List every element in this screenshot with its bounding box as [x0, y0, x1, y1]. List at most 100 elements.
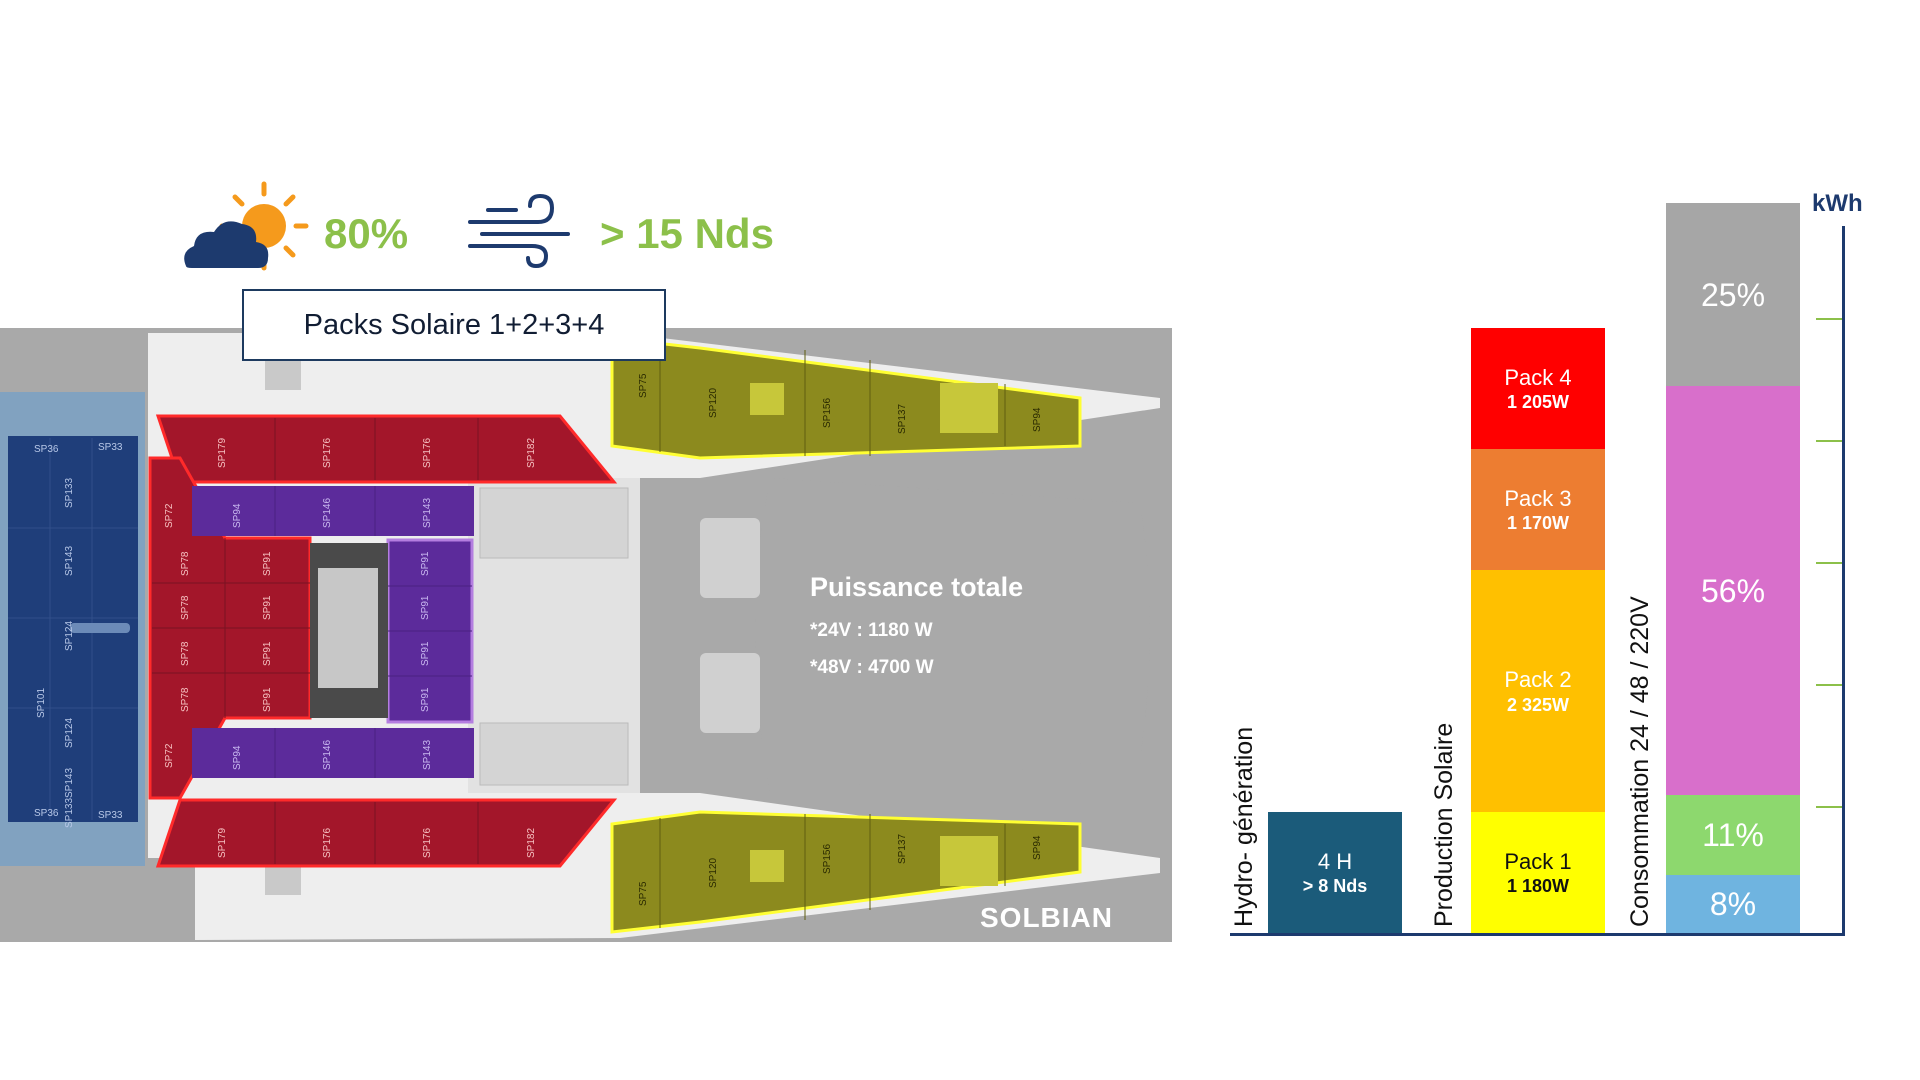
- panel-label: SP137: [897, 834, 908, 864]
- bar-segment-line1: 4 H: [1317, 848, 1353, 874]
- bar-segment-line1: Pack 2: [1504, 667, 1572, 692]
- panel-label: SP176: [422, 828, 433, 858]
- bar-segment-line1: Pack 3: [1504, 485, 1572, 511]
- group-label: Consommation 24 / 48 / 220V: [1626, 596, 1654, 927]
- panel-label: SP133: [64, 798, 75, 828]
- bar-segment-label: 56%: [1666, 571, 1800, 611]
- panel-label: SP120: [708, 858, 719, 888]
- y-tick: [1816, 318, 1842, 320]
- panel-label: SP94: [232, 745, 243, 770]
- bar-segment-label: 8%: [1666, 884, 1800, 924]
- y-unit-label: kWh: [1812, 190, 1863, 217]
- y-tick: [1816, 562, 1842, 564]
- wind-speed: > 15 Nds: [600, 210, 774, 257]
- panel-label: SP182: [526, 828, 537, 858]
- bar-segment-line1: Pack 4: [1504, 364, 1572, 390]
- bar-segment-line1: 11%: [1702, 817, 1764, 853]
- bar-segment: 25%: [1666, 203, 1800, 386]
- cloud-sun-icon: [184, 181, 309, 271]
- panel-label: SP94: [1032, 407, 1043, 432]
- y-tick: [1816, 684, 1842, 686]
- panel-label: SP33: [98, 442, 123, 453]
- bar-segment-line2: 1 180W: [1506, 876, 1570, 896]
- panel-label: SP179: [217, 828, 228, 858]
- panel-label: SP94: [232, 503, 243, 528]
- panel-label: SP33: [98, 810, 123, 821]
- panel-label: SP146: [322, 498, 333, 528]
- panel-label: SP176: [422, 438, 433, 468]
- panel-label: SP143: [422, 740, 433, 770]
- panel-label: SP91: [262, 687, 273, 712]
- power-title: Puissance totale: [810, 572, 1024, 602]
- y-tick: [1816, 440, 1842, 442]
- group-label: Production Solaire: [1430, 722, 1458, 927]
- panel-label: SP176: [322, 828, 333, 858]
- panel-label: SP91: [420, 641, 431, 666]
- boat-diagram: SP36 SP33 SP133 SP143 SP124 SP101 SP124 …: [0, 328, 1172, 942]
- panel-label: SP182: [526, 438, 537, 468]
- solbian-logo: SOLBIAN: [980, 902, 1113, 933]
- panel-label: SP179: [217, 438, 228, 468]
- bar-segment-line2: > 8 Nds: [1302, 876, 1368, 896]
- bar-segment-line1: 56%: [1700, 572, 1766, 609]
- panel-label: SP91: [420, 595, 431, 620]
- bar-segment: 4 H> 8 Nds: [1268, 812, 1402, 933]
- bar-segment-line1: Pack 1: [1504, 848, 1572, 874]
- wind-icon: [468, 193, 570, 268]
- group-label: Hydro- génération: [1230, 726, 1258, 927]
- bar-segment-line1: 8%: [1709, 886, 1757, 922]
- bar-segment-label: 11%: [1666, 815, 1800, 855]
- bar-segment: 11%: [1666, 795, 1800, 875]
- catamaran-top-view: SP36 SP33 SP133 SP143 SP124 SP101 SP124 …: [0, 333, 1160, 940]
- panel-labels: SP36 SP33 SP133 SP143 SP124 SP101 SP124 …: [34, 373, 1043, 906]
- panel-label: SP94: [1032, 835, 1043, 860]
- panel-label: SP78: [180, 687, 191, 712]
- y-axis: [1842, 226, 1845, 934]
- packs-label: Packs Solaire 1+2+3+4: [242, 289, 666, 361]
- panel-label: SP78: [180, 551, 191, 576]
- panel-label: SP146: [322, 740, 333, 770]
- panel-label: SP75: [638, 373, 649, 398]
- panel-label: SP36: [34, 808, 59, 819]
- panel-label: SP143: [64, 768, 75, 798]
- panel-label: SP91: [420, 551, 431, 576]
- bar-segment-line2: 2 325W: [1506, 694, 1570, 715]
- panel-label: SP78: [180, 641, 191, 666]
- panel-label: SP36: [34, 444, 59, 455]
- panel-label: SP156: [822, 398, 833, 428]
- panel-label: SP143: [422, 498, 433, 528]
- panel-label: SP91: [420, 687, 431, 712]
- panel-label: SP91: [262, 641, 273, 666]
- bar-segment-line1: 25%: [1700, 276, 1766, 313]
- bar-segment: 8%: [1666, 875, 1800, 933]
- sun-percent: 80%: [324, 210, 409, 257]
- panel-label: SP78: [180, 595, 191, 620]
- panel-label: SP133: [64, 478, 75, 508]
- bar-segment-label: 25%: [1666, 275, 1800, 315]
- bar-segment-line2: 1 170W: [1506, 513, 1570, 533]
- panel-label: SP120: [708, 388, 719, 418]
- weather-row: 80% > 15 Nds: [178, 180, 798, 280]
- bar-segment: 56%: [1666, 386, 1800, 795]
- panel-label: SP143: [64, 546, 75, 576]
- panel-label: SP124: [64, 718, 75, 748]
- power-48v: *48V : 4700 W: [810, 657, 934, 678]
- panel-label: SP91: [262, 551, 273, 576]
- y-tick: [1816, 806, 1842, 808]
- panel-label: SP137: [897, 404, 908, 434]
- panel-label: SP75: [638, 881, 649, 906]
- panel-label: SP72: [164, 503, 175, 528]
- panel-label: SP72: [164, 743, 175, 768]
- power-24v: *24V : 1180 W: [810, 620, 933, 641]
- panel-label: SP156: [822, 844, 833, 874]
- panel-label: SP124: [64, 621, 75, 651]
- panel-label: SP91: [262, 595, 273, 620]
